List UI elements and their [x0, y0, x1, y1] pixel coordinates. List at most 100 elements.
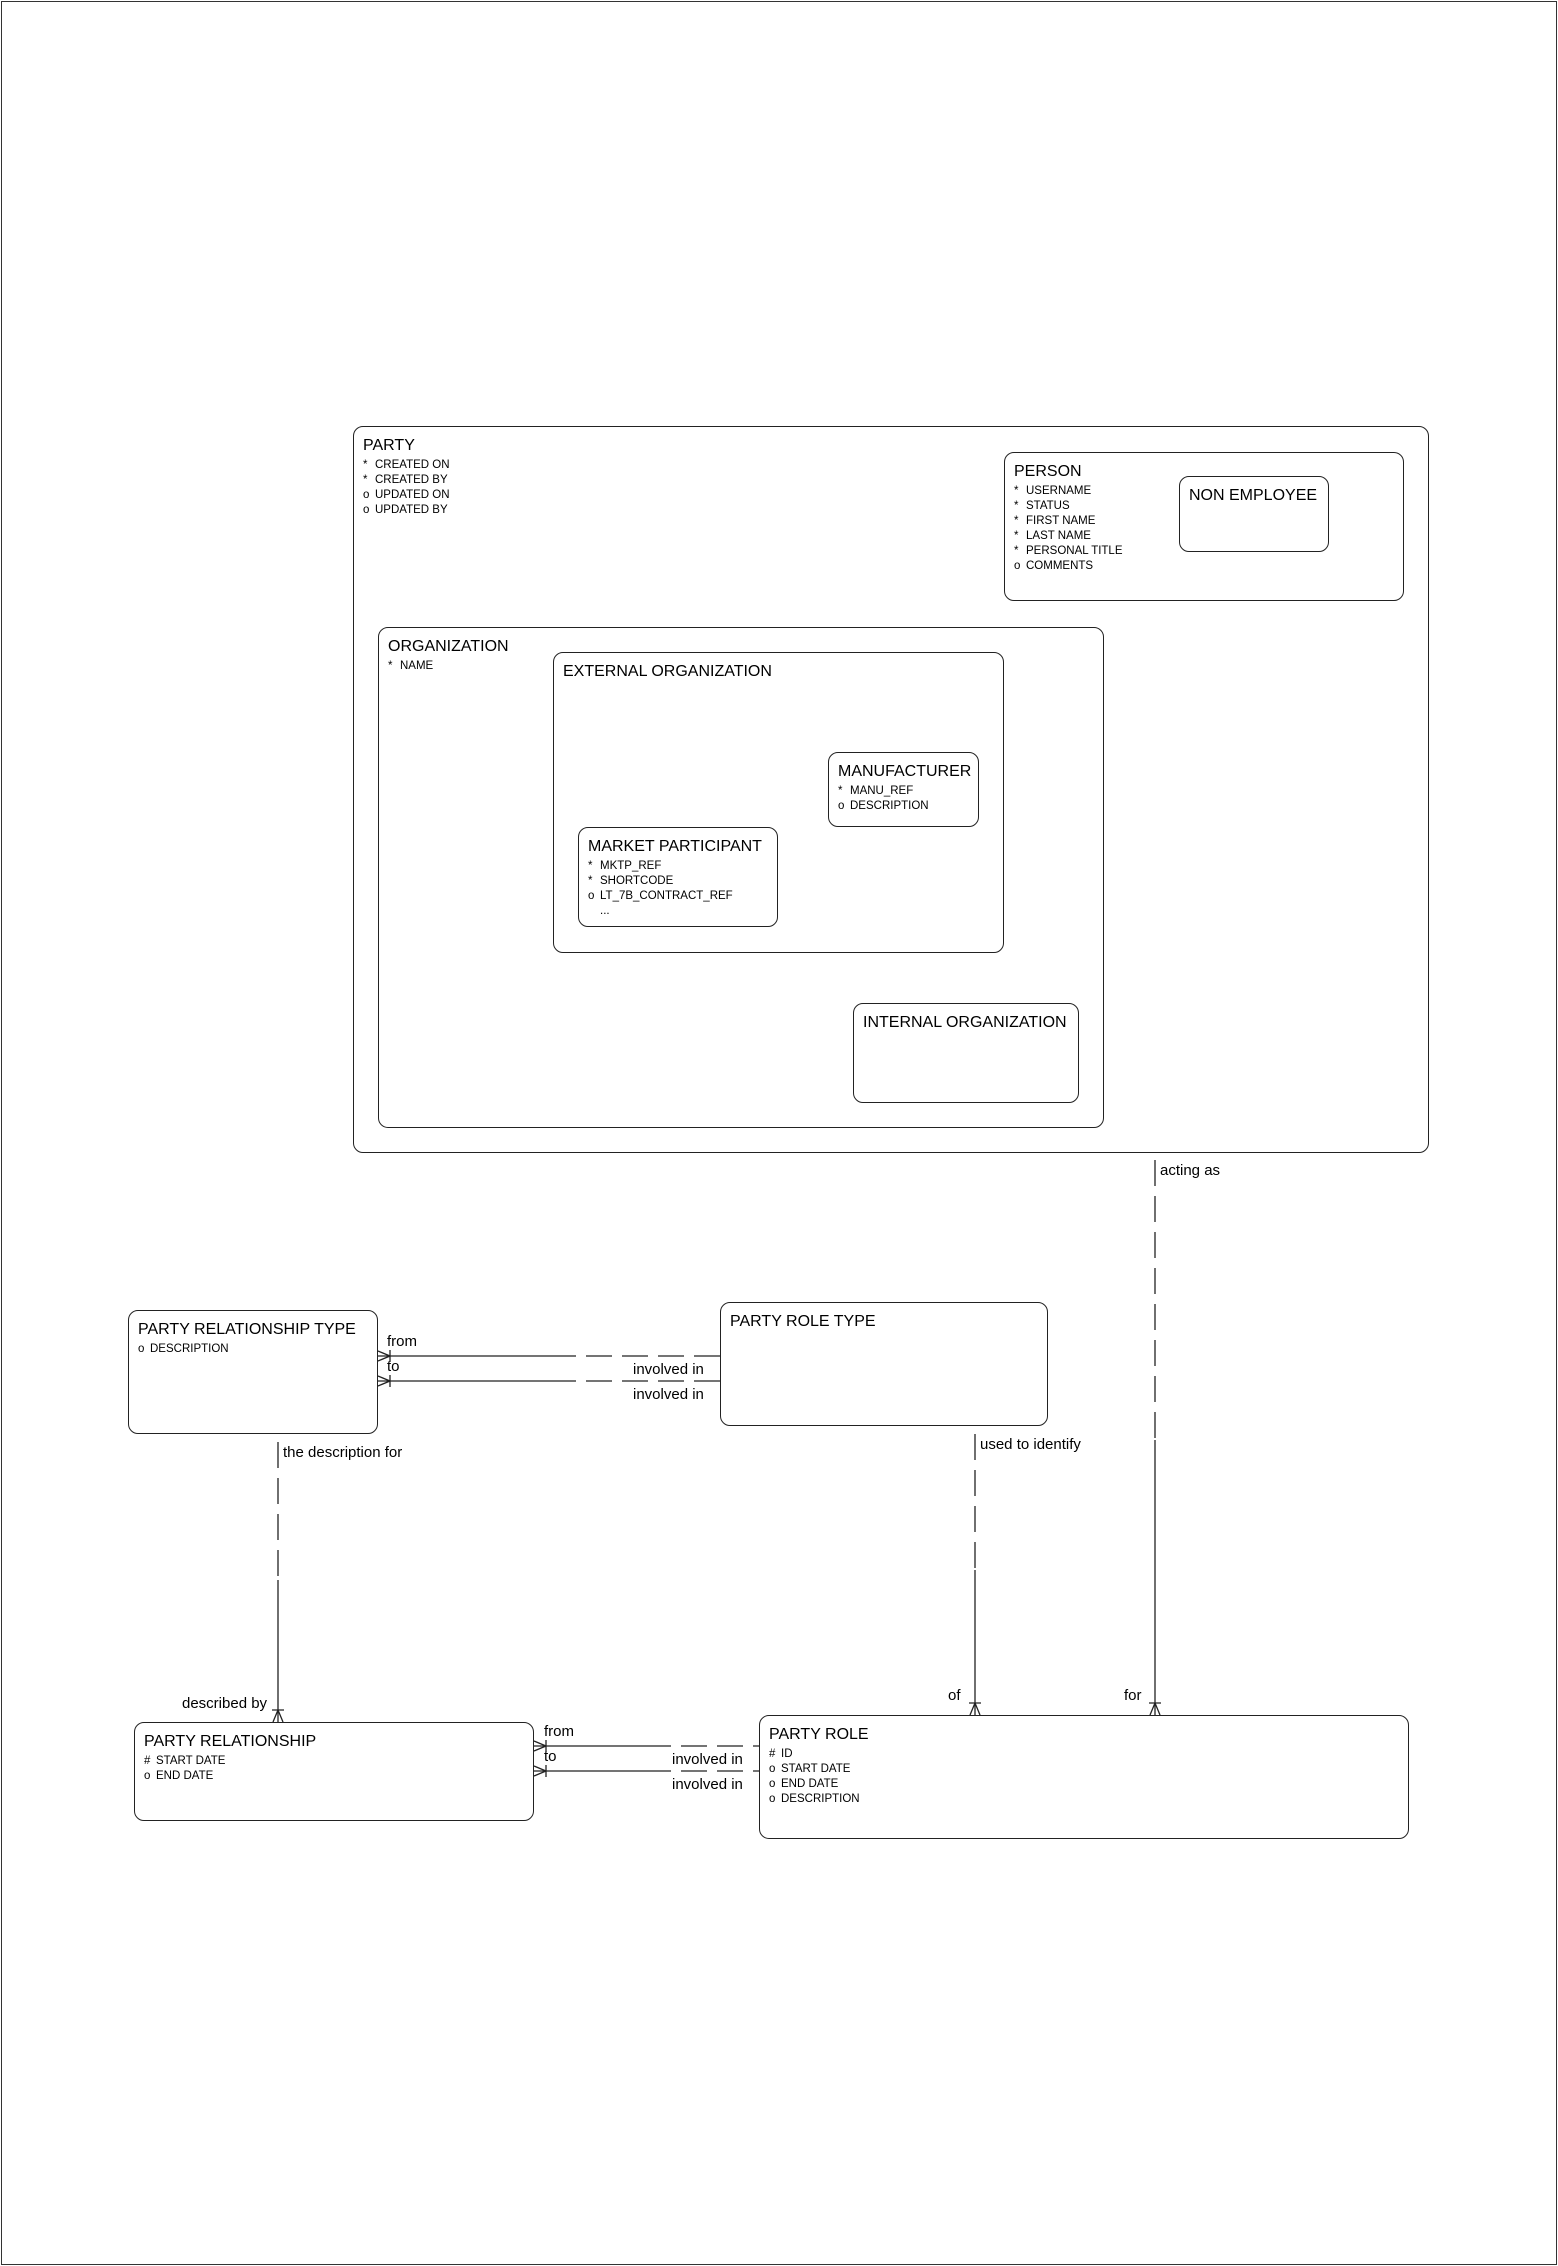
attribute-marker: o	[838, 800, 845, 812]
entity-title: PARTY ROLE TYPE	[730, 1313, 876, 1330]
entity-title: PERSON	[1014, 463, 1082, 480]
attribute-list: # START DATE o END DATE	[144, 1754, 225, 1784]
crows-foot-relationship-type-from	[377, 1350, 391, 1362]
attribute-marker: *	[588, 875, 593, 887]
attribute: *STATUS	[1014, 499, 1123, 514]
attribute-name: START DATE	[781, 1763, 851, 1775]
attribute-name: DESCRIPTION	[850, 800, 929, 812]
attribute-name: SHORTCODE	[600, 875, 674, 887]
entity-internal-organization[interactable]: INTERNAL ORGANIZATION	[853, 1003, 1079, 1103]
label-described-by: described by	[182, 1695, 268, 1712]
attribute-marker: *	[588, 860, 593, 872]
label-involved-in-pr-2: involved in	[672, 1776, 743, 1793]
attribute: *NAME	[388, 659, 433, 674]
label-of: of	[948, 1687, 961, 1704]
attribute-marker: *	[1014, 530, 1019, 542]
attribute-name: FIRST NAME	[1026, 515, 1096, 527]
label-involved-in-prt-1: involved in	[633, 1361, 704, 1378]
attribute-name: CREATED BY	[375, 474, 448, 486]
entity-party-role-type[interactable]: PARTY ROLE TYPE	[720, 1302, 1048, 1426]
attribute: #ID	[769, 1747, 860, 1762]
attribute-marker: *	[363, 474, 368, 486]
entity-title: PARTY RELATIONSHIP	[144, 1733, 317, 1750]
crows-foot-party-role-acting-as	[1149, 1702, 1161, 1716]
entity-market-participant[interactable]: MARKET PARTICIPANT * MKTP_REF * SHORTCODE o LT…	[578, 827, 778, 927]
attribute-name: START DATE	[156, 1755, 226, 1767]
attribute-name: END DATE	[781, 1778, 839, 1790]
entity-organization[interactable]: ORGANIZATION*NAME	[378, 627, 1104, 1128]
attribute: *PERSONAL TITLE	[1014, 544, 1123, 559]
attribute: * MKTP_REF	[588, 859, 733, 874]
entity-title: PARTY ROLE	[769, 1726, 869, 1743]
attribute-marker: *	[363, 459, 368, 471]
attribute-marker: o	[769, 1778, 776, 1790]
entity-title: MARKET PARTICIPANT	[588, 838, 762, 855]
label-from-party-role: from	[544, 1723, 574, 1740]
attribute-marker: o	[138, 1343, 145, 1355]
attribute-marker: o	[769, 1763, 776, 1775]
attribute-name: UPDATED BY	[375, 504, 448, 516]
attribute: o END DATE	[769, 1777, 860, 1792]
attribute-name: STATUS	[1026, 500, 1070, 512]
crows-foot-party-role-of	[969, 1702, 981, 1716]
attribute: o DESCRIPTION	[838, 799, 929, 814]
attribute-marker: #	[144, 1755, 151, 1767]
label-to-party-role: to	[544, 1748, 557, 1765]
attribute: *LAST NAME	[1014, 529, 1123, 544]
attribute-name: END DATE	[156, 1770, 214, 1782]
label-for: for	[1124, 1687, 1142, 1704]
attribute: o LT_7B_CONTRACT_REF	[588, 889, 733, 904]
attribute-marker: o	[769, 1793, 776, 1805]
label-from-party-role-type: from	[387, 1333, 417, 1350]
attribute: * SHORTCODE	[588, 874, 733, 889]
attribute: * CREATED BY	[363, 473, 450, 488]
attribute: o END DATE	[144, 1769, 225, 1784]
label-involved-in-pr-1: involved in	[672, 1751, 743, 1768]
attribute-marker: *	[1014, 515, 1019, 527]
attribute-name: ID	[781, 1748, 793, 1760]
attribute: o START DATE	[769, 1762, 860, 1777]
label-the-description-for: the description for	[283, 1444, 403, 1461]
attribute-name: LT_7B_CONTRACT_REF	[600, 890, 733, 902]
crows-foot-party-relationship-described-by	[272, 1709, 284, 1723]
entity-title: PARTY	[363, 437, 415, 454]
attribute-list: *USERNAME*STATUS*FIRST NAME*LAST NAME*PE…	[1014, 484, 1123, 574]
entity-person[interactable]: PERSON*USERNAME*STATUS*FIRST NAME*LAST N…	[1004, 452, 1404, 601]
attribute: * FIRST NAME	[1014, 514, 1123, 529]
attribute-name: NAME	[400, 660, 434, 672]
attribute-name: USERNAME	[1026, 485, 1092, 497]
entity-title: PARTY RELATIONSHIP TYPE	[138, 1321, 356, 1338]
attribute-marker: o	[588, 890, 595, 902]
attribute-marker: o	[363, 489, 370, 501]
attribute-name: MANU_REF	[850, 785, 914, 797]
attribute-marker: *	[1014, 545, 1019, 557]
label-involved-in-prt-2: involved in	[633, 1386, 704, 1403]
attribute-marker: o	[144, 1770, 151, 1782]
attribute-list: *NAME	[388, 659, 433, 674]
attribute: *CREATED ON	[363, 458, 450, 473]
entity-title: INTERNAL ORGANIZATION	[863, 1014, 1067, 1031]
attribute-name: MKTP_REF	[600, 860, 662, 872]
attribute: ...	[588, 904, 733, 919]
attribute: *MANU_REF	[838, 784, 929, 799]
entity-party-relationship[interactable]: PARTY RELATIONSHIP # START DATE o END DATE	[134, 1722, 534, 1821]
crows-foot-relationship-type-to	[377, 1375, 391, 1387]
entity-non-employee[interactable]: NON EMPLOYEE	[1179, 476, 1329, 552]
crows-foot-party-relationship-to	[533, 1765, 547, 1777]
entity-external-organization[interactable]: EXTERNAL ORGANIZATION	[553, 652, 1004, 953]
